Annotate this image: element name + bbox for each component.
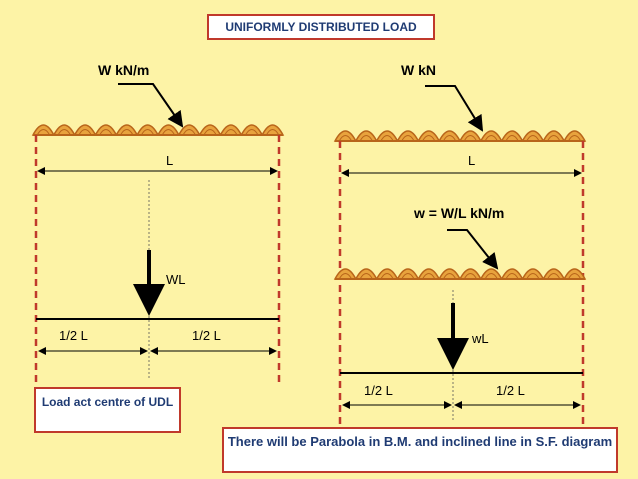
- udl-load-bump-inner: [161, 129, 176, 136]
- udl-load-bump-inner: [463, 273, 478, 280]
- udl-load-bump-inner: [338, 273, 353, 280]
- bm-sf-note: There will be Parabola in B.M. and incli…: [222, 427, 618, 473]
- udl-load-bump-inner: [463, 135, 478, 142]
- udl-load-bump-inner: [359, 273, 373, 280]
- udl-load-bump-inner: [57, 129, 71, 136]
- udl-load-bump-inner: [567, 273, 582, 280]
- load-centre-note: Load act centre of UDL: [34, 387, 181, 433]
- udl-load-bump-inner: [380, 273, 394, 280]
- udl-load-bump-inner: [338, 135, 353, 142]
- udl-load-bump-inner: [224, 129, 238, 136]
- right-udl-load-bumps-top: [333, 130, 587, 142]
- left-load-label: W kN/m: [98, 62, 150, 78]
- udl-load-bump-inner: [484, 135, 498, 142]
- right-load-label: W kN: [401, 62, 436, 78]
- udl-load-bump-inner: [442, 135, 457, 142]
- right-intensity-pointer: [447, 229, 499, 270]
- udl-load-bump-inner: [567, 135, 582, 142]
- udl-load-bump-inner: [547, 273, 561, 280]
- left-half-label-right: 1/2 L: [192, 328, 221, 343]
- left-span-label: L: [166, 153, 174, 168]
- right-span-label: L: [468, 153, 476, 168]
- udl-load-bump-inner: [547, 135, 561, 142]
- right-intensity-label: w = W/L kN/m: [414, 205, 505, 221]
- udl-load-bump-inner: [526, 135, 540, 142]
- udl-load-bump-inner: [245, 129, 259, 136]
- left-udl-diagram: [31, 83, 285, 385]
- udl-load-bump-inner: [505, 273, 519, 280]
- udl-load-bump-inner: [99, 129, 113, 136]
- udl-load-bump-inner: [422, 135, 436, 142]
- udl-load-bump-inner: [203, 129, 217, 136]
- udl-load-bump-inner: [422, 273, 436, 280]
- diagram-title: UNIFORMLY DISTRIBUTED LOAD: [207, 14, 435, 40]
- udl-load-bump-inner: [359, 135, 373, 142]
- right-half-label-right: 1/2 L: [496, 383, 525, 398]
- left-half-label-left: 1/2 L: [59, 328, 88, 343]
- udl-load-bump-inner: [36, 129, 51, 136]
- udl-load-bump-inner: [265, 129, 280, 136]
- right-load-pointer: [425, 85, 484, 132]
- right-half-label-left: 1/2 L: [364, 383, 393, 398]
- udl-load-bump-inner: [182, 129, 196, 136]
- udl-load-bump-inner: [526, 273, 540, 280]
- left-load-pointer: [118, 83, 184, 128]
- right-udl-diagram: [333, 85, 587, 425]
- udl-load-bump-inner: [442, 273, 457, 280]
- udl-load-bump-inner: [140, 129, 155, 136]
- right-udl-load-bumps-middle: [333, 268, 587, 280]
- left-resultant-label: WL: [166, 272, 186, 287]
- udl-load-bump-inner: [401, 273, 415, 280]
- udl-load-bump-inner: [401, 135, 415, 142]
- udl-load-bump-inner: [380, 135, 394, 142]
- udl-load-bump-inner: [484, 273, 498, 280]
- udl-load-bump-inner: [120, 129, 134, 136]
- right-resultant-label: wL: [472, 331, 489, 346]
- udl-load-bump-inner: [78, 129, 92, 136]
- left-udl-load-bumps: [31, 124, 285, 136]
- udl-load-bump-inner: [505, 135, 519, 142]
